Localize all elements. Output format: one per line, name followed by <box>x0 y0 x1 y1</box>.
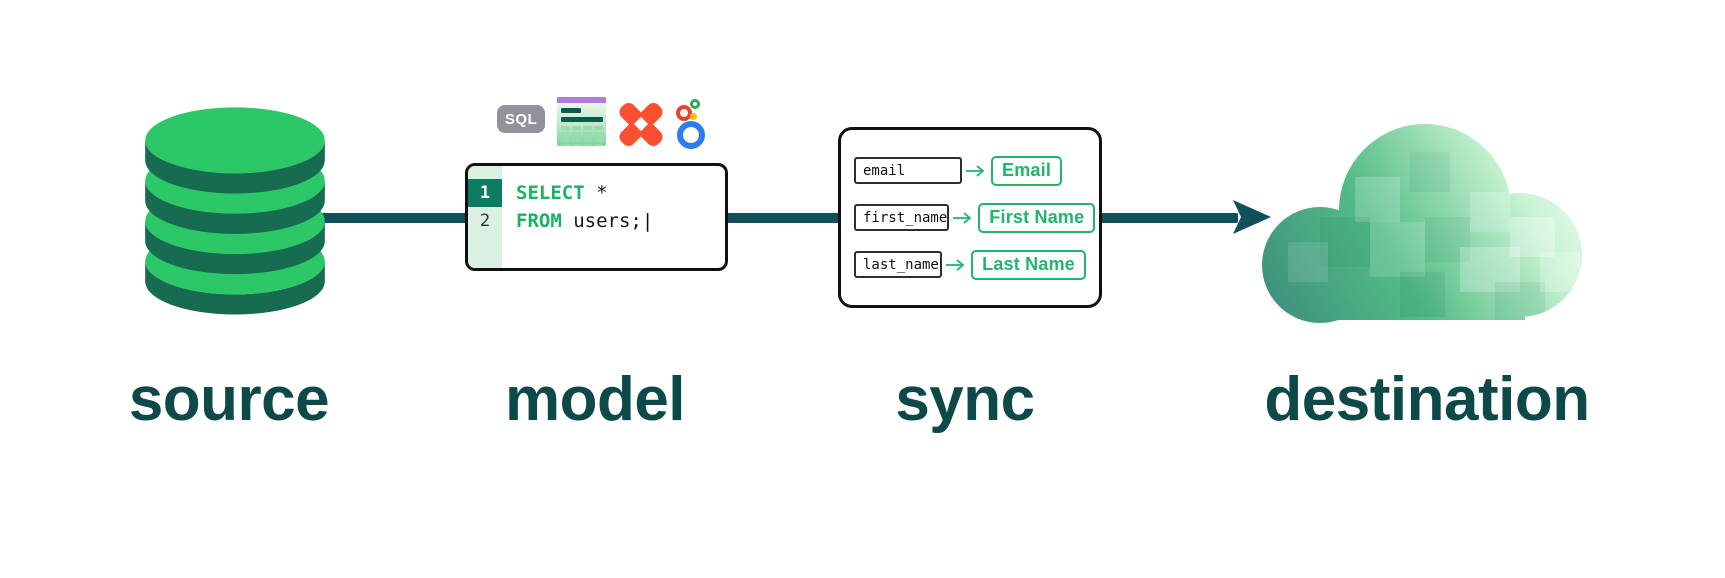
flow-arrow-icon <box>1233 200 1271 234</box>
line-number-gutter: 1 2 <box>468 166 502 268</box>
stage-label-destination: destination <box>1264 365 1590 434</box>
source-field-box: email <box>854 157 962 184</box>
text-cursor: | <box>641 210 654 232</box>
mapping-row: first_name First Name <box>854 202 1096 233</box>
line-number-1: 1 <box>468 179 502 207</box>
sync-mapping-card: email Email first_name First Name last_n… <box>838 127 1102 308</box>
source-field-box: last_name <box>854 251 943 278</box>
sql-code-line: FROM users;| <box>516 207 721 235</box>
stage-label-model: model <box>504 365 686 434</box>
destination-field-box: First Name <box>978 202 1096 233</box>
sql-code: SELECT * FROM users;| <box>516 179 721 235</box>
connector-model-to-sync <box>726 213 840 223</box>
source-field-box: first_name <box>854 204 950 231</box>
sql-text: users; <box>561 210 642 232</box>
mapping-row: last_name Last Name <box>854 249 1086 280</box>
looker-icon <box>676 99 706 149</box>
destination-field-box: Email <box>991 155 1063 186</box>
sql-code-line: SELECT * <box>516 179 721 207</box>
mapping-arrow-icon <box>946 258 965 271</box>
sql-model-card: 1 2 SELECT * FROM users;| <box>465 163 728 271</box>
destination-field-box: Last Name <box>971 249 1086 280</box>
spreadsheet-header-bar <box>557 97 606 103</box>
dbt-icon <box>615 98 667 150</box>
mapping-arrow-icon <box>953 211 972 224</box>
line-number-2: 2 <box>479 211 491 231</box>
cloud-icon <box>1262 124 1582 323</box>
sql-badge-label: SQL <box>504 110 538 128</box>
stage-label-sync: sync <box>895 365 1035 434</box>
sql-keyword: FROM <box>516 210 562 232</box>
spreadsheet-icon <box>557 97 606 146</box>
connector-source-to-model <box>318 213 468 223</box>
stage-label-source: source <box>128 365 330 434</box>
mapping-row: email Email <box>854 155 1086 186</box>
mapping-arrow-icon <box>966 164 985 177</box>
sql-badge: SQL <box>497 105 545 133</box>
sql-text: * <box>584 182 608 204</box>
connector-sync-to-destination <box>1100 213 1238 223</box>
sql-keyword: SELECT <box>516 182 585 204</box>
database-icon <box>145 107 325 315</box>
